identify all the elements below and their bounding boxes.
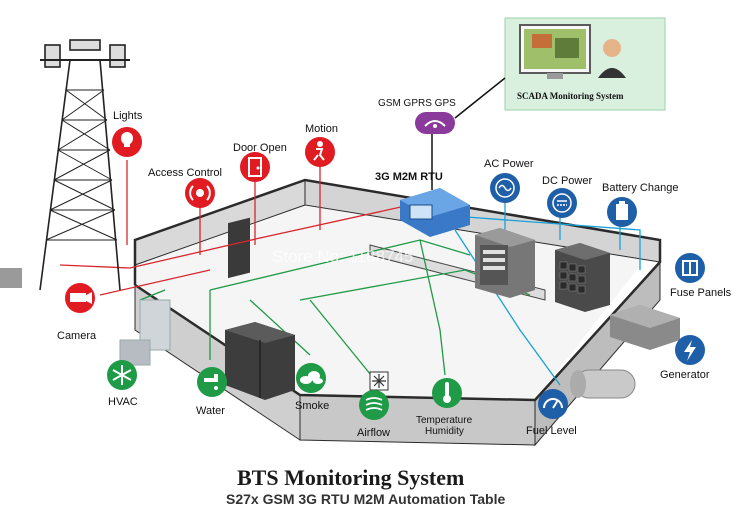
gps-badge xyxy=(415,112,455,134)
battery-change-sensor xyxy=(607,197,637,227)
door xyxy=(228,217,250,279)
hvac-duct xyxy=(119,299,171,366)
ac-power-label: AC Power xyxy=(484,158,534,170)
camera-label: Camera xyxy=(57,330,97,342)
server-cabinets xyxy=(225,322,295,400)
temperature-label: Temperature xyxy=(416,415,473,426)
access-control-sensor xyxy=(185,178,215,208)
battery-rack xyxy=(555,243,610,312)
battery-change-label: Battery Change xyxy=(602,182,678,194)
access-control-label: Access Control xyxy=(148,167,222,179)
door-open-label: Door Open xyxy=(233,142,287,154)
water-sensor xyxy=(197,367,227,397)
tower-shelter xyxy=(0,268,22,288)
hvac-sensor xyxy=(107,360,137,390)
fuse-panels-label: Fuse Panels xyxy=(670,287,732,299)
scada-panel: SCADA Monitoring System xyxy=(504,17,666,111)
scada-label: SCADA Monitoring System xyxy=(517,91,624,101)
wall-top-edge xyxy=(133,178,662,402)
ac-power-sensor xyxy=(490,173,520,203)
water-label: Water xyxy=(196,405,225,417)
generator-label: Generator xyxy=(660,369,710,381)
hvac-label: HVAC xyxy=(108,396,138,408)
airflow-fan-icon xyxy=(369,371,389,391)
rtu-device xyxy=(400,188,470,237)
power-rack xyxy=(475,228,535,298)
temperature-sensor xyxy=(432,378,462,408)
store-watermark: Store No: 1188745 xyxy=(272,247,413,266)
lights-sensor xyxy=(112,127,142,157)
smoke-label: Smoke xyxy=(295,400,329,412)
camera-sensor xyxy=(65,283,95,313)
subtitle: S27x GSM 3G RTU M2M Automation Table xyxy=(226,491,505,507)
humidity-label: Humidity xyxy=(425,426,464,437)
gsm-label: GSM GPRS GPS xyxy=(378,98,456,109)
generator-sensor xyxy=(675,335,705,365)
main-title: BTS Monitoring System xyxy=(237,465,464,490)
telecom-tower xyxy=(39,39,130,291)
smoke-sensor xyxy=(296,363,326,393)
airflow-sensor xyxy=(359,390,389,420)
motion-label: Motion xyxy=(305,123,338,135)
motion-sensor xyxy=(305,137,335,167)
dc-power-sensor xyxy=(547,188,577,218)
fuel-tank xyxy=(570,369,636,399)
lights-label: Lights xyxy=(113,110,143,122)
dc-power-label: DC Power xyxy=(542,175,592,187)
gps-link-line xyxy=(454,77,506,119)
fuel-level-sensor xyxy=(538,389,568,419)
fuel-level-label: Fuel Level xyxy=(526,425,577,437)
airflow-label: Airflow xyxy=(357,427,390,439)
rtu-label: 3G M2M RTU xyxy=(375,171,443,183)
generator-unit xyxy=(610,305,680,350)
door-open-sensor xyxy=(240,152,270,182)
red-wiring xyxy=(59,158,411,296)
fuse-panels-sensor xyxy=(675,253,705,283)
